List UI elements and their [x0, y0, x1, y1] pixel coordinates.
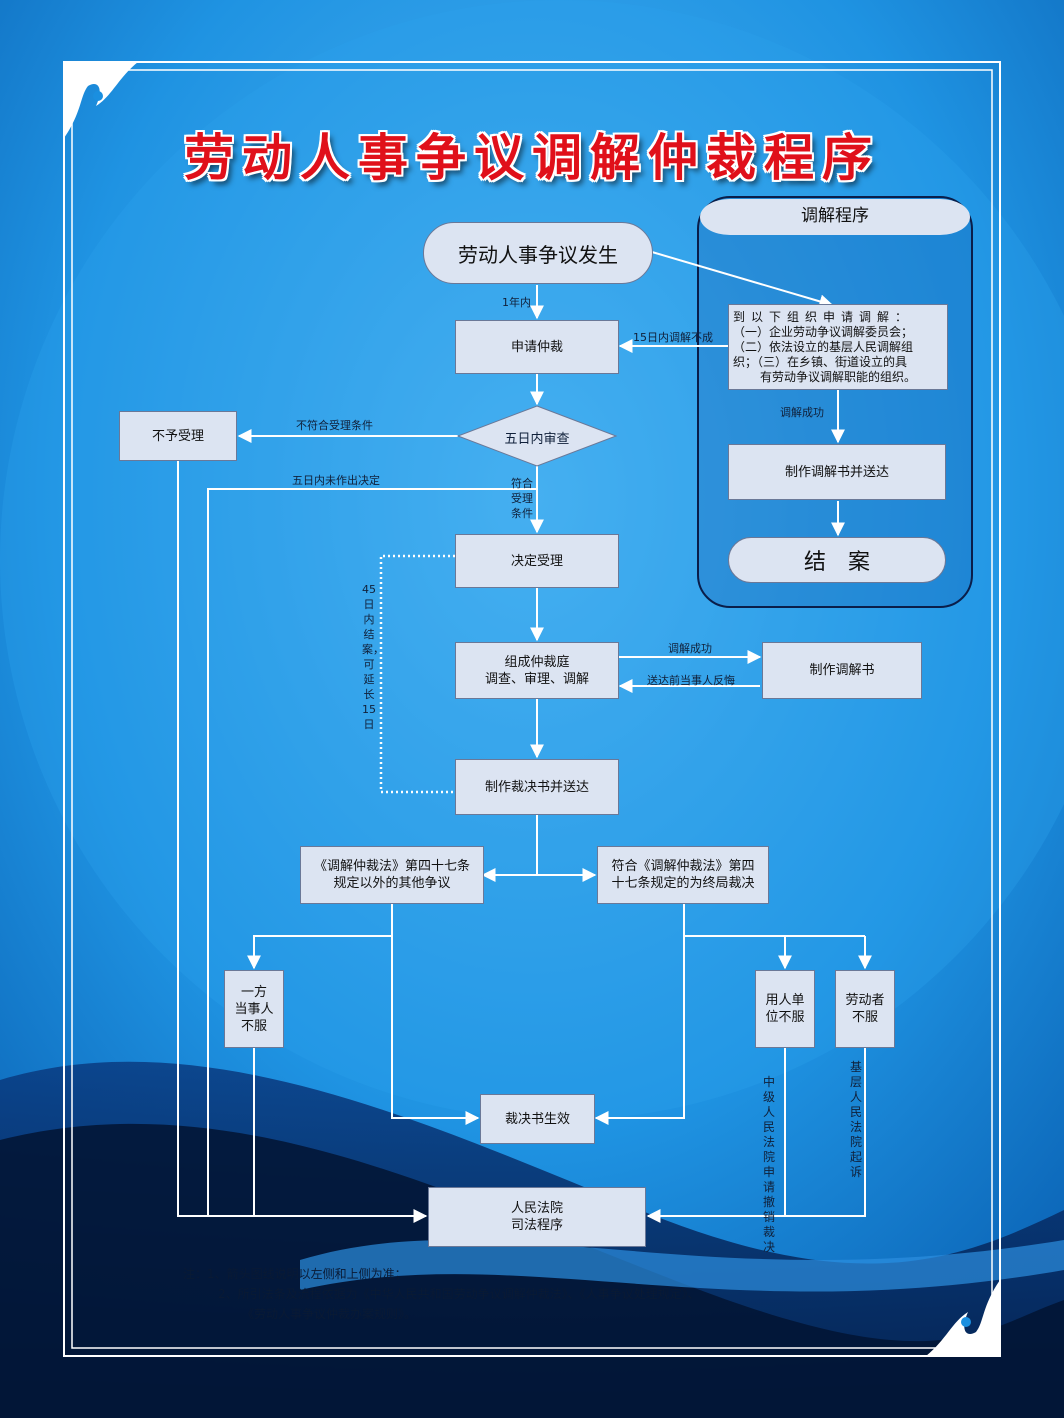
footnote-line: 《劳动人事争议仲裁办案规则》。 — [242, 1307, 417, 1321]
employer-box: 用人单 位不服 — [755, 970, 815, 1048]
days-45-label: 45日内结案，可延长15日 — [362, 583, 384, 731]
review-diamond — [456, 405, 618, 467]
mediation-fail-label: 15日内调解不成 — [633, 331, 713, 344]
final-award-box: 符合《调解仲裁法》第四 十七条规定的为终局裁决 — [597, 846, 769, 904]
arrow-other-to-one-party — [247, 935, 392, 970]
poster-title: 劳动人事争议调解仲裁程序 — [184, 128, 880, 187]
not-meet-conditions-label: 不符合受理条件 — [296, 419, 373, 432]
award-effective-box: 裁决书生效 — [480, 1094, 595, 1144]
mediation-org-line: （一）企业劳动争议调解委员会； — [733, 324, 914, 339]
line-no-decision — [207, 488, 537, 1216]
mediation-org-line: 到以下组织申请调解： — [733, 309, 914, 324]
corner-ornament-icon — [926, 1280, 1000, 1356]
mediation-doc-box: 制作调解书 — [762, 642, 922, 699]
one-party-box: 一方 当事人 不服 — [224, 970, 284, 1048]
employer-path-label: 中级人民法院申请撤销裁决 — [762, 1075, 775, 1254]
other-disputes-box: 《调解仲裁法》第四十七条 规定以外的其他争议 — [300, 846, 484, 904]
line-other-down — [391, 904, 480, 1125]
mediation-success-label: 调解成功 — [668, 642, 712, 655]
within-1-year-label: 1年内 — [502, 296, 531, 309]
meets-conditions-label: 符合受理条件 — [511, 477, 533, 520]
dispute-start-pill: 劳动人事争议发生 — [423, 222, 653, 284]
arrow-worker-to-court — [646, 1048, 866, 1223]
line-final-down — [594, 904, 685, 1125]
footnote-line: 2、所引法条及流程依据为《中华人民共和国劳动争议调解仲裁法》、《人事争议处理规定… — [218, 1287, 700, 1301]
no-decision-label: 五日内未作出决定 — [292, 474, 380, 487]
mediation-orgs-box: 到以下组织申请调解： （一）企业劳动争议调解委员会； （二）依法设立的基层人民调… — [728, 304, 948, 390]
footnote-line: 注：1、箭头图线说明以左侧和上侧为准； — [183, 1267, 407, 1281]
worker-path-label: 基层人民法院起诉 — [849, 1060, 862, 1179]
make-mediation-doc-box: 制作调解书并送达 — [728, 444, 946, 500]
mediation-panel — [697, 196, 973, 608]
mediation-header: 调解程序 — [801, 206, 869, 226]
line-reject-down — [177, 461, 428, 1223]
tribunal-box: 组成仲裁庭 调查、审理、调解 — [455, 642, 619, 699]
reject-box: 不予受理 — [119, 411, 237, 461]
worker-box: 劳动者 不服 — [835, 970, 895, 1048]
corner-ornament-icon — [64, 62, 138, 138]
accept-box: 决定受理 — [455, 534, 619, 588]
mediation-panel-header — [700, 199, 970, 235]
review-label: 五日内审查 — [504, 432, 570, 447]
court-procedure-box: 人民法院 司法程序 — [428, 1187, 646, 1247]
party-regret-label: 送达前当事人反悔 — [647, 674, 735, 687]
mediation-success-right-label: 调解成功 — [780, 406, 824, 419]
mediation-org-line: 有劳动争议调解职能的组织。 — [759, 369, 916, 384]
arrow-start-to-mediation — [651, 251, 834, 309]
bracket-45-days — [379, 554, 455, 794]
case-closed-pill: 结 案 — [728, 537, 946, 583]
award-send-box: 制作裁决书并送达 — [455, 759, 619, 815]
apply-arbitration-box: 申请仲裁 — [455, 320, 619, 374]
mediation-org-line: （二）依法设立的基层人民调解组 — [733, 339, 914, 354]
mediation-org-line: 织；（三）在乡镇、街道设立的具 — [733, 354, 908, 369]
